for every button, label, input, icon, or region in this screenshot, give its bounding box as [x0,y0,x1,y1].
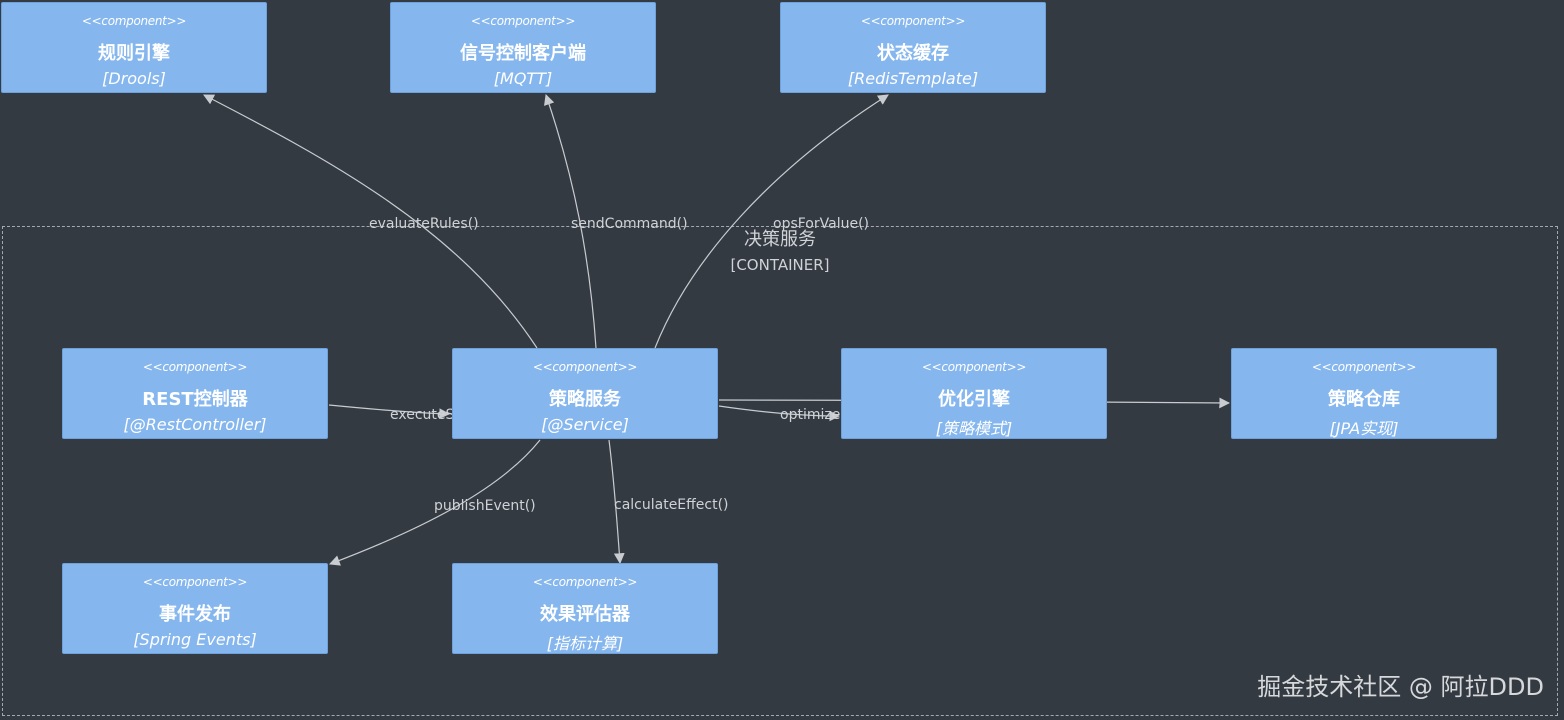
container-title: 决策服务 [744,229,816,250]
component-name: REST控制器 [142,389,248,410]
component-tech: [MQTT] [493,69,553,88]
component-name: 策略服务 [549,389,621,410]
component-strategy-service[interactable]: <<component>> 策略服务 [@Service] [452,348,718,439]
container-type-label: [CONTAINER] [730,256,830,274]
component-state-cache[interactable]: <<component>> 状态缓存 [RedisTemplate] [780,2,1046,93]
stereotype: <<component>> [142,575,248,589]
label-send-command: sendCommand() [571,216,688,232]
component-event-publisher[interactable]: <<component>> 事件发布 [Spring Events] [62,563,328,654]
component-strategy-repository[interactable]: <<component>> 策略仓库 [JPA实现] [1231,348,1497,439]
stereotype: <<component>> [860,14,966,28]
component-name: 效果评估器 [540,604,630,625]
stereotype: <<component>> [532,360,638,374]
component-signal-client[interactable]: <<component>> 信号控制客户端 [MQTT] [390,2,656,93]
edge-optimize [718,405,841,422]
stereotype: <<component>> [470,14,576,28]
edge-ops-for-value [654,94,889,349]
component-rules-engine[interactable]: <<component>> 规则引擎 [Drools] [1,2,267,93]
component-tech: [Spring Events] [133,630,257,649]
edge-publish-event [328,439,541,566]
label-ops-for-value: opsForValue() [773,216,869,232]
component-tech: [策略模式] [935,419,1013,438]
component-tech: [JPA实现] [1329,419,1399,438]
component-optimization-engine[interactable]: <<component>> 优化引擎 [策略模式] [841,348,1107,439]
label-optimize: optimize() [780,407,851,423]
stereotype: <<component>> [81,14,187,28]
component-rest-controller[interactable]: <<component>> REST控制器 [@RestController] [62,348,328,439]
component-name: 规则引擎 [98,43,170,64]
component-tech: [Drools] [102,69,166,88]
component-effect-evaluator[interactable]: <<component>> 效果评估器 [指标计算] [452,563,718,654]
component-name: 事件发布 [159,604,231,625]
label-calculate-effect: calculateEffect() [614,497,729,513]
edge-evaluate-rules [203,94,538,349]
label-evaluate-rules: evaluateRules() [369,216,479,232]
component-tech: [@Service] [541,415,629,434]
component-tech: [@RestController] [123,415,267,434]
stereotype: <<component>> [1311,360,1417,374]
stereotype: <<component>> [532,575,638,589]
edge-calculate-effect [608,439,625,565]
component-name: 策略仓库 [1328,389,1400,410]
watermark: 掘金技术社区 @ 阿拉DDD [1257,673,1544,701]
component-name: 信号控制客户端 [460,43,586,64]
component-tech: [指标计算] [546,634,624,653]
label-publish-event: publishEvent() [434,498,536,514]
stereotype: <<component>> [921,360,1027,374]
component-tech: [RedisTemplate] [847,69,979,88]
component-name: 状态缓存 [877,43,949,64]
component-name: 优化引擎 [938,389,1010,410]
container-boundary [2,226,1558,716]
edge-send-command [544,93,597,349]
stereotype: <<component>> [142,360,248,374]
edge-execute-strategy [328,404,451,420]
